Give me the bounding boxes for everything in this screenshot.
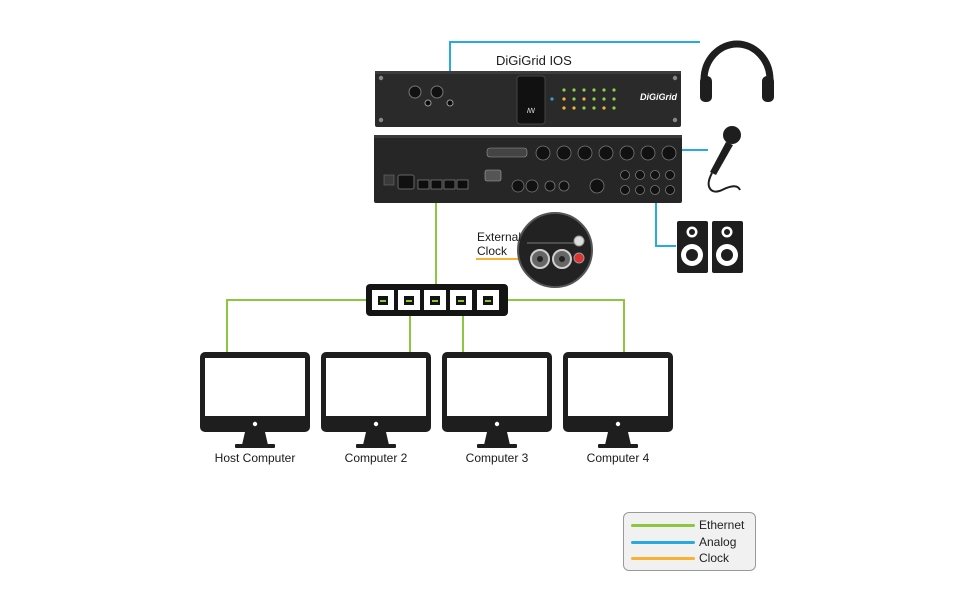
clock-zoom-callout xyxy=(517,212,593,288)
ethernet-lines xyxy=(226,190,625,352)
monitor-icon xyxy=(200,352,673,448)
monitor-computer-3 xyxy=(442,352,552,448)
digigrid-ios-rear-panel xyxy=(374,135,682,203)
legend: Ethernet Analog Clock xyxy=(623,512,756,571)
computer-label-2: Computer 2 xyxy=(344,451,408,465)
monitor-computer-4 xyxy=(563,352,673,448)
front-logo-window xyxy=(516,75,546,125)
db25-connector xyxy=(486,147,528,158)
speakers-icon xyxy=(677,221,743,273)
legend-label-analog: Analog xyxy=(699,535,737,549)
rear-xlr-connectors xyxy=(535,145,677,161)
monitor-host xyxy=(200,352,310,448)
legend-swatch-analog xyxy=(631,541,695,544)
ethernet-line-computer4 xyxy=(490,299,625,352)
svg-text:ꟿ: ꟿ xyxy=(527,107,536,115)
switch-ports xyxy=(372,290,499,310)
legend-item-ethernet: Ethernet xyxy=(624,517,757,533)
network-switch-icon xyxy=(366,284,508,316)
legend-item-clock: Clock xyxy=(624,550,757,566)
legend-swatch-ethernet xyxy=(631,524,695,527)
digigrid-ios-front-panel: ꟿ xyxy=(375,71,681,127)
power-inlet xyxy=(397,174,415,190)
headphone-jack-1 xyxy=(424,99,432,107)
rear-ethernet-ports xyxy=(417,179,469,190)
computer-label-3: Computer 3 xyxy=(465,451,529,465)
microphone-icon xyxy=(707,126,741,193)
front-panel-brand: DiGiGrid xyxy=(640,92,678,102)
headphones-icon xyxy=(700,40,774,102)
analog-line-speakers xyxy=(655,196,676,247)
gain-knob-2 xyxy=(430,85,444,99)
ethernet-line-host xyxy=(226,299,385,352)
legend-label-clock: Clock xyxy=(699,551,730,565)
legend-swatch-clock xyxy=(631,557,695,560)
rear-bottom-connectors xyxy=(511,170,675,195)
monitor-computer-2 xyxy=(321,352,431,448)
external-clock-line1: External xyxy=(477,230,522,244)
computer-label-4: Computer 4 xyxy=(586,451,650,465)
computer-label-host: Host Computer xyxy=(214,451,296,465)
external-clock-line2: Clock xyxy=(477,244,508,258)
level-meters xyxy=(550,88,616,110)
device-title: DiGiGrid IOS xyxy=(496,53,572,68)
legend-item-analog: Analog xyxy=(624,534,757,550)
external-clock-label: External Clock xyxy=(477,230,521,258)
headphone-jack-2 xyxy=(446,99,454,107)
gain-knob-1 xyxy=(408,85,422,99)
legend-label-ethernet: Ethernet xyxy=(699,518,745,532)
